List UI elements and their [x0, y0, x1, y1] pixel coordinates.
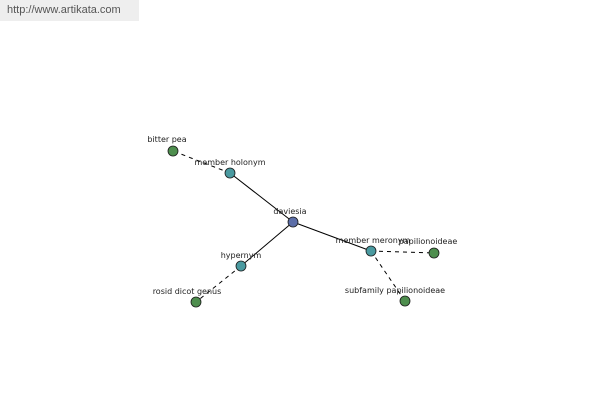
- node-subfamily-papilionoideae[interactable]: subfamily papilionoideae: [345, 286, 445, 307]
- node-label-papilionoideae: papilionoideae: [399, 237, 458, 246]
- node-circle-member-holonym[interactable]: [224, 167, 236, 179]
- node-circle-subfamily-papilionoideae[interactable]: [399, 295, 411, 307]
- node-papilionoideae[interactable]: papilionoideae: [399, 237, 458, 259]
- edge-daviesia-to-member-meronym: [292, 221, 372, 252]
- node-member-holonym[interactable]: member holonym: [194, 158, 266, 179]
- node-label-member-holonym: member holonym: [194, 158, 265, 167]
- node-member-meronym[interactable]: member meronym: [336, 236, 411, 257]
- node-circle-rosid-dicot-genus[interactable]: [190, 296, 202, 308]
- node-circle-member-meronym[interactable]: [365, 245, 377, 257]
- node-daviesia[interactable]: daviesia: [273, 207, 307, 228]
- edge-hypernym-to-rosid-dicot-genus: [195, 265, 242, 303]
- edge-member-holonym-to-bitter-pea: [172, 150, 231, 174]
- node-label-subfamily-papilionoideae: subfamily papilionoideae: [345, 286, 445, 295]
- edge-member-meronym-to-papilionoideae: [370, 250, 435, 254]
- node-circle-daviesia[interactable]: [287, 216, 299, 228]
- nodes-layer: daviesia member holonym hypernym member mer…: [147, 135, 458, 308]
- node-label-hypernym: hypernym: [221, 251, 262, 260]
- node-bitter-pea[interactable]: bitter pea: [147, 135, 187, 157]
- edge-daviesia-to-hypernym: [240, 221, 294, 267]
- node-hypernym[interactable]: hypernym: [221, 251, 262, 272]
- edge-member-meronym-to-subfamily-papilionoideae: [370, 250, 406, 302]
- node-label-rosid-dicot-genus: rosid dicot genus: [153, 287, 222, 296]
- site-link[interactable]: http://www.artikata.com: [0, 0, 139, 21]
- node-circle-bitter-pea[interactable]: [167, 145, 179, 157]
- node-label-bitter-pea: bitter pea: [147, 135, 186, 144]
- node-label-daviesia: daviesia: [273, 207, 306, 216]
- node-circle-hypernym[interactable]: [235, 260, 247, 272]
- edges-layer: [172, 150, 435, 303]
- edge-daviesia-to-member-holonym: [229, 172, 294, 223]
- node-circle-papilionoideae[interactable]: [428, 247, 440, 259]
- node-rosid-dicot-genus[interactable]: rosid dicot genus: [153, 287, 222, 308]
- node-label-member-meronym: member meronym: [336, 236, 411, 245]
